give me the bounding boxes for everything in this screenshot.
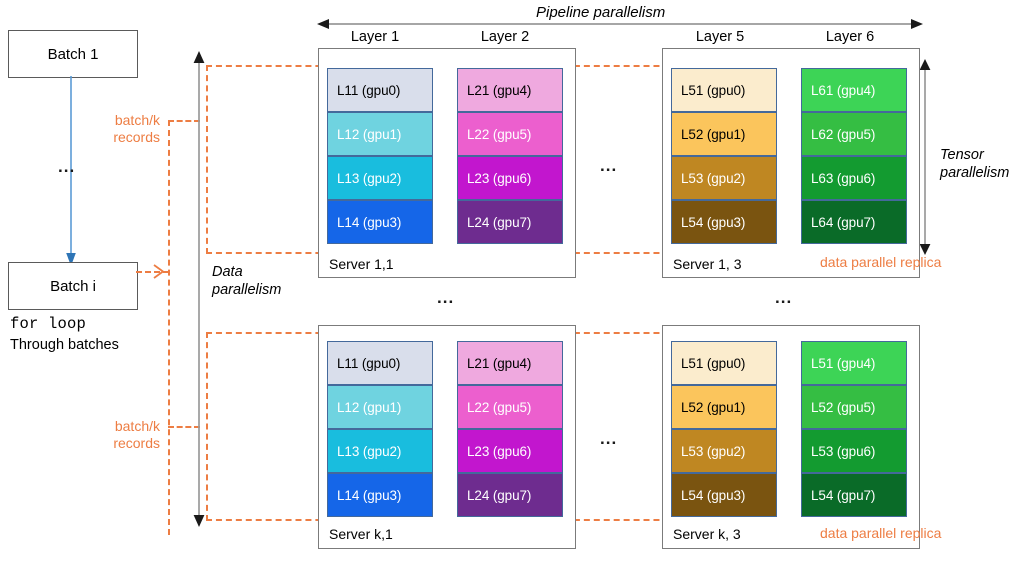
gpu-cell-l22-k[interactable]: L22 (gpu5) — [457, 385, 563, 429]
layer-header-6: Layer 6 — [825, 29, 875, 45]
through-batches-label: Through batches — [10, 337, 119, 353]
batch-last-box: Batch i — [8, 262, 138, 310]
gpu-cell-l21-k[interactable]: L21 (gpu4) — [457, 341, 563, 385]
pipeline-parallelism-arrow — [317, 19, 923, 29]
gpu-column-serverk3-layer5: L51 (gpu0) L52 (gpu1) L53 (gpu2) L54 (gp… — [671, 341, 777, 517]
gpu-column-serverk3-layer6: L51 (gpu4) L52 (gpu5) L53 (gpu6) L54 (gp… — [801, 341, 907, 517]
mid-ellipsis-right: ... — [775, 288, 793, 307]
batch-first-label: Batch 1 — [47, 45, 99, 63]
gpu-cell-l52-green-k[interactable]: L52 (gpu5) — [801, 385, 907, 429]
gpu-cell-l22[interactable]: L22 (gpu5) — [457, 112, 563, 156]
gpu-cell-l52-k[interactable]: L52 (gpu1) — [671, 385, 777, 429]
gpu-cell-l12-k[interactable]: L12 (gpu1) — [327, 385, 433, 429]
tensor-parallelism-label: Tensor parallelism — [940, 146, 1009, 182]
gpu-column-serverk1-layer2: L21 (gpu4) L22 (gpu5) L23 (gpu6) L24 (gp… — [457, 341, 563, 517]
gpu-cell-l51-green-k[interactable]: L51 (gpu4) — [801, 341, 907, 385]
gpu-column-serverk1-layer1: L11 (gpu0) L12 (gpu1) L13 (gpu2) L14 (gp… — [327, 341, 433, 517]
tensor-parallelism-arrow — [919, 59, 931, 255]
batch-first-box: Batch 1 — [8, 30, 138, 78]
gpu-cell-l54-a[interactable]: L54 (gpu3) — [671, 200, 777, 244]
gpu-cell-l54-green-k[interactable]: L54 (gpu7) — [801, 473, 907, 517]
gpu-column-server13-layer6: L61 (gpu4) L62 (gpu5) L63 (gpu6) L64 (gp… — [801, 68, 907, 244]
batch-k-records-top: batch/k records — [98, 112, 160, 146]
data-parallelism-label: Data parallelism — [212, 263, 281, 299]
data-parallelism-arrow — [193, 51, 205, 527]
gpu-cell-l24[interactable]: L24 (gpu7) — [457, 200, 563, 244]
batch-k-records-top-line1: batch/k — [114, 112, 160, 128]
tensor-parallelism-line1: Tensor — [940, 147, 984, 163]
gpu-cell-l11-k[interactable]: L11 (gpu0) — [327, 341, 433, 385]
gpu-cell-l21[interactable]: L21 (gpu4) — [457, 68, 563, 112]
batch-split-stub-top — [168, 120, 200, 122]
gpu-cell-l12[interactable]: L12 (gpu1) — [327, 112, 433, 156]
bottom-row-server-ellipsis: ... — [600, 429, 618, 448]
gpu-cell-l61[interactable]: L61 (gpu4) — [801, 68, 907, 112]
gpu-cell-l62[interactable]: L62 (gpu5) — [801, 112, 907, 156]
gpu-cell-l51-a[interactable]: L51 (gpu0) — [671, 68, 777, 112]
gpu-cell-l13-k[interactable]: L13 (gpu2) — [327, 429, 433, 473]
data-parallelism-line1: Data — [212, 264, 243, 280]
batch-k-records-bottom-line1: batch/k — [114, 418, 160, 434]
batch-k-records-top-line2: records — [113, 129, 160, 145]
batch-last-label: Batch i — [50, 277, 96, 295]
batch-split-spine — [168, 120, 170, 535]
gpu-cell-l51-k[interactable]: L51 (gpu0) — [671, 341, 777, 385]
batch-split-arrowhead — [153, 264, 165, 279]
server-label-1-1: Server 1,1 — [329, 256, 394, 272]
batch-k-records-bottom: batch/k records — [98, 418, 160, 452]
gpu-column-server11-layer1: L11 (gpu0) L12 (gpu1) L13 (gpu2) L14 (gp… — [327, 68, 433, 244]
batch-split-stub-bottom — [168, 426, 200, 428]
gpu-cell-l63[interactable]: L63 (gpu6) — [801, 156, 907, 200]
server-label-k-3: Server k, 3 — [673, 526, 741, 542]
batch-k-records-bottom-line2: records — [113, 435, 160, 451]
batch-ellipsis: ... — [58, 157, 76, 176]
gpu-cell-l64[interactable]: L64 (gpu7) — [801, 200, 907, 244]
data-parallel-replica-label-top: data parallel replica — [820, 254, 942, 270]
gpu-cell-l14-k[interactable]: L14 (gpu3) — [327, 473, 433, 517]
tensor-parallelism-line2: parallelism — [940, 165, 1010, 181]
layer-header-2: Layer 2 — [480, 29, 530, 45]
gpu-cell-l53-a[interactable]: L53 (gpu2) — [671, 156, 777, 200]
gpu-cell-l14[interactable]: L14 (gpu3) — [327, 200, 433, 244]
layer-header-1: Layer 1 — [350, 29, 400, 45]
gpu-cell-l11[interactable]: L11 (gpu0) — [327, 68, 433, 112]
gpu-column-server13-layer5: L51 (gpu0) L52 (gpu1) L53 (gpu2) L54 (gp… — [671, 68, 777, 244]
server-label-1-3: Server 1, 3 — [673, 256, 742, 272]
gpu-cell-l53-green-k[interactable]: L53 (gpu6) — [801, 429, 907, 473]
gpu-cell-l52-a[interactable]: L52 (gpu1) — [671, 112, 777, 156]
gpu-cell-l13[interactable]: L13 (gpu2) — [327, 156, 433, 200]
gpu-column-server11-layer2: L21 (gpu4) L22 (gpu5) L23 (gpu6) L24 (gp… — [457, 68, 563, 244]
pipeline-parallelism-label: Pipeline parallelism — [536, 4, 666, 21]
gpu-cell-l23-k[interactable]: L23 (gpu6) — [457, 429, 563, 473]
gpu-cell-l53-k[interactable]: L53 (gpu2) — [671, 429, 777, 473]
top-row-server-ellipsis: ... — [600, 156, 618, 175]
gpu-cell-l23[interactable]: L23 (gpu6) — [457, 156, 563, 200]
gpu-cell-l54-k[interactable]: L54 (gpu3) — [671, 473, 777, 517]
mid-ellipsis-left: ... — [437, 288, 455, 307]
layer-header-5: Layer 5 — [695, 29, 745, 45]
batch-flow-arrow — [66, 76, 76, 266]
data-parallelism-line2: parallelism — [212, 282, 282, 298]
gpu-cell-l24-k[interactable]: L24 (gpu7) — [457, 473, 563, 517]
for-loop-label: for loop — [10, 315, 87, 333]
server-label-k-1: Server k,1 — [329, 526, 393, 542]
batch-split-stub-batchi — [136, 271, 169, 273]
data-parallel-replica-label-bottom: data parallel replica — [820, 525, 942, 541]
